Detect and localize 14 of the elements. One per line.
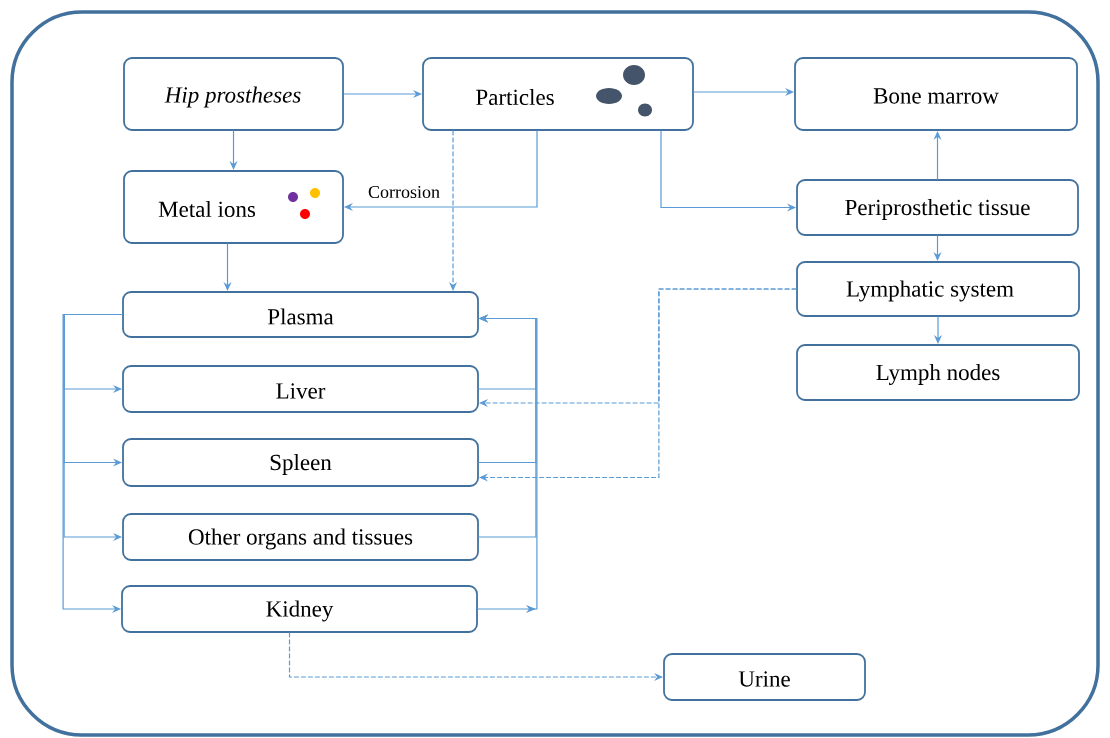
process-box: Lymphatic system: [796, 261, 1080, 317]
process-box: Plasma: [122, 291, 479, 338]
process-box: Bone marrow: [794, 57, 1078, 131]
process-box: Metal ions: [123, 170, 344, 244]
process-box: Other organs and tissues: [122, 513, 479, 561]
process-box: Urine: [663, 653, 866, 701]
edge-label: Corrosion: [367, 184, 441, 200]
process-box: Particles: [422, 57, 694, 131]
process-box: Spleen: [122, 438, 479, 487]
process-box: Periprosthetic tissue: [796, 179, 1079, 236]
process-box: Hip prostheses: [123, 57, 344, 131]
process-box: Liver: [122, 365, 479, 413]
process-box: Lymph nodes: [796, 344, 1080, 401]
process-box: Kidney: [121, 585, 478, 633]
